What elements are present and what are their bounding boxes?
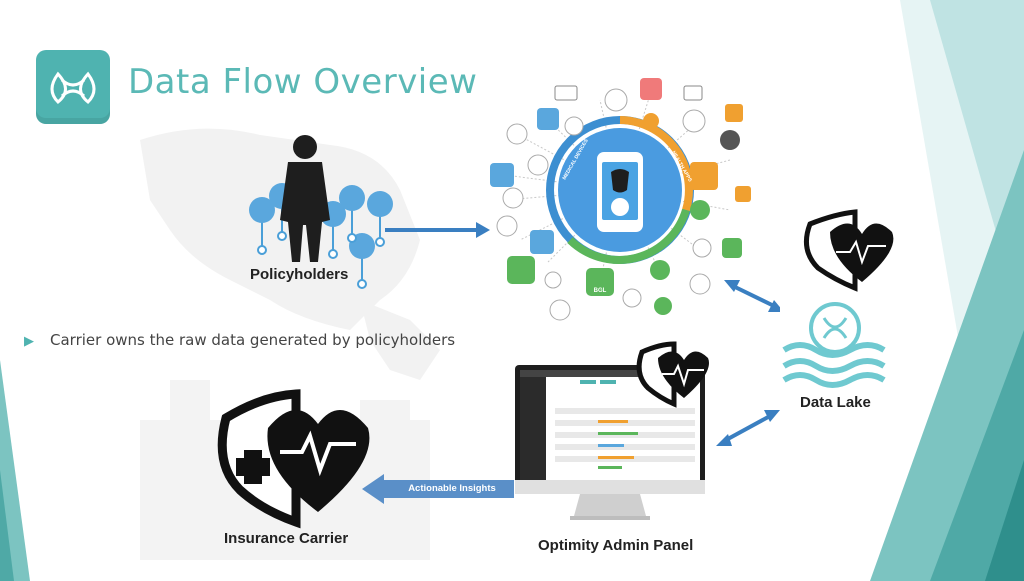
brand-logo bbox=[36, 50, 110, 124]
bullet-triangle-icon: ▶ bbox=[24, 334, 34, 349]
arrow-data-lake-admin bbox=[716, 410, 780, 446]
world-map-background bbox=[140, 128, 440, 380]
admin-panel-label: Optimity Admin Panel bbox=[538, 537, 694, 554]
person-icon bbox=[280, 135, 330, 262]
data-lake-icon bbox=[780, 300, 890, 388]
bullet-item: ▶ Carrier owns the raw data generated by … bbox=[24, 331, 455, 349]
admin-shield-icon bbox=[636, 341, 709, 408]
devices-hub bbox=[490, 78, 751, 321]
data-lake-shield-icon bbox=[803, 209, 894, 292]
bullet-text: Carrier owns the raw data generated by p… bbox=[50, 331, 456, 349]
corner-decoration bbox=[870, 0, 1024, 581]
hub-device-icons bbox=[490, 78, 751, 321]
arrow-admin-to-carrier bbox=[362, 474, 514, 504]
actionable-insights-label: Actionable Insights bbox=[408, 483, 496, 494]
insurance-carrier-label: Insurance Carrier bbox=[224, 530, 349, 547]
brand-leaf-icon bbox=[50, 71, 96, 105]
page-title: Data Flow Overview bbox=[128, 62, 478, 102]
left-decoration bbox=[0, 360, 30, 581]
arrow-hub-data-lake bbox=[724, 280, 784, 312]
data-lake-label: Data Lake bbox=[800, 394, 871, 411]
arrow-policyholders-to-hub bbox=[385, 222, 490, 238]
policyholders-graphic bbox=[249, 135, 393, 289]
policyholders-label: Policyholders bbox=[250, 266, 349, 283]
bgl-badge-label: BGL bbox=[594, 288, 607, 294]
insurance-carrier-shield-icon bbox=[217, 389, 370, 529]
